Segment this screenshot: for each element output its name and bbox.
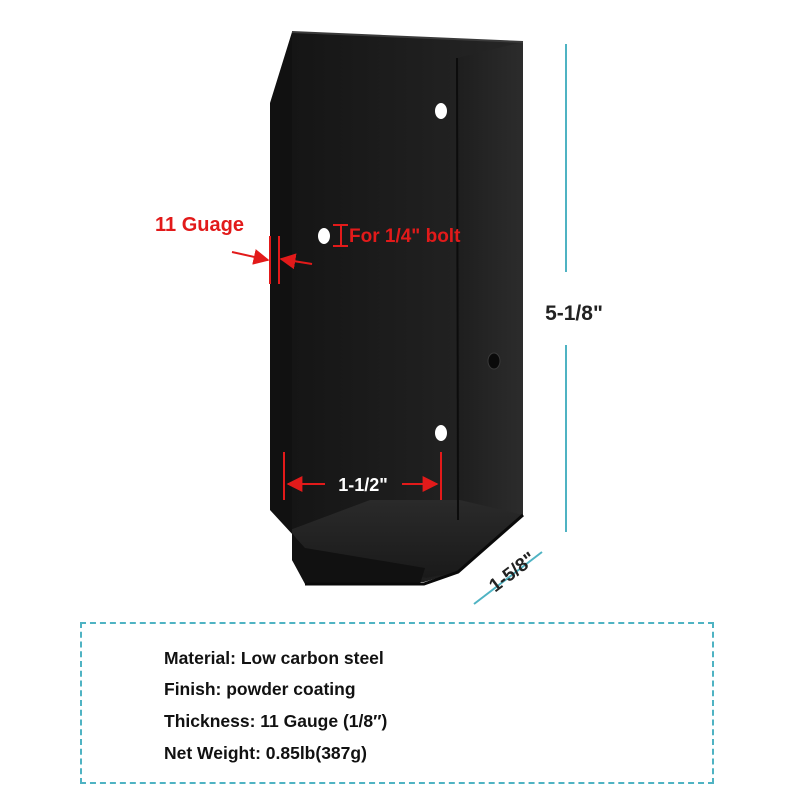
inner-width-label: 1-1/2": [338, 475, 388, 495]
bolt-hole-top: [435, 103, 447, 119]
bracket-right-flange: [457, 42, 523, 572]
bolt-label: For 1/4" bolt: [349, 226, 461, 247]
depth-dim-label: 1-5/8": [485, 548, 539, 596]
depth-dim-line: [473, 551, 543, 605]
gauge-arrow-left: [231, 249, 270, 265]
bracket-left-flange: [270, 32, 425, 584]
bolt-hole-middle: [318, 228, 330, 244]
spec-thickness: Thickness: 11 Gauge (1/8″): [164, 711, 388, 731]
spec-material: Material: Low carbon steel: [164, 648, 384, 668]
gauge-label: 11 Guage: [155, 214, 244, 236]
bolt-hole-lower: [435, 425, 447, 441]
specs-box: Material: Low carbon steel Finish: powde…: [80, 622, 714, 784]
gauge-arrow-right: [279, 253, 313, 270]
height-dim-label: 5-1/8": [545, 302, 603, 325]
spec-net-weight: Net Weight: 0.85lb(387g): [164, 743, 367, 763]
spec-finish: Finish: powder coating: [164, 679, 356, 699]
bracket-edge-top: [291, 31, 524, 43]
bracket-edge-bottom: [305, 513, 524, 586]
bracket-edge-inner: [456, 57, 459, 521]
bolt-hole-side: [487, 352, 501, 370]
